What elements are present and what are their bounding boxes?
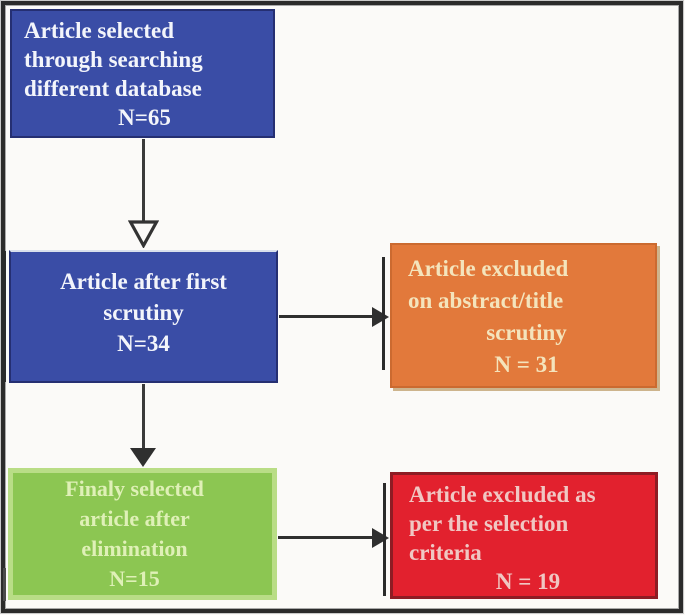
box-finally-selected: Finaly selected article after eliminatio… xyxy=(8,468,277,600)
box-excluded-selection-criteria: Article excluded as per the selection cr… xyxy=(390,472,658,599)
filled-arrowhead-right-icon xyxy=(372,528,389,548)
box-text-line: through searching xyxy=(24,47,203,72)
box-articles-searched: Article selected through searching diffe… xyxy=(10,9,275,138)
box-text-line: per the selection xyxy=(409,511,569,536)
box-left-edge-mark xyxy=(3,568,6,601)
box-text-line: Finaly selected xyxy=(65,476,204,501)
arrow-line-final-to-excluded xyxy=(278,536,374,539)
box-count: N = 19 xyxy=(495,569,561,594)
box-text-line: elimination xyxy=(81,536,188,561)
box-left-edge-mark xyxy=(3,251,6,382)
box-excluded-abstract-title: Article excluded on abstract/title scrut… xyxy=(390,243,657,388)
box-text-line: Article selected xyxy=(24,18,175,43)
box-text-line: criteria xyxy=(409,540,482,565)
box-text-line: Article excluded as xyxy=(409,482,596,507)
filled-arrowhead-right-icon xyxy=(372,307,389,327)
box-text-line: different database xyxy=(24,76,202,101)
hollow-arrowhead-down-icon xyxy=(128,220,159,248)
arrow-line-scrutiny-to-excluded xyxy=(279,315,374,318)
box-count: N=34 xyxy=(117,331,170,356)
filled-arrowhead-down-icon xyxy=(130,448,156,467)
box-text-line: on abstract/title xyxy=(408,288,564,313)
box-left-edge-mark xyxy=(383,483,386,596)
arrow-line-scrutiny-to-final xyxy=(142,384,145,450)
box-text-line: Article after first xyxy=(60,269,227,294)
box-left-edge-mark xyxy=(382,257,385,370)
arrow-line-search-to-scrutiny xyxy=(142,139,145,222)
box-after-first-scrutiny: Article after first scrutiny N=34 xyxy=(9,250,278,383)
box-text-line: Article excluded xyxy=(408,256,569,281)
box-text-line: scrutiny xyxy=(103,300,184,325)
box-count: N=15 xyxy=(109,566,160,591)
box-text-line: scrutiny xyxy=(486,320,567,345)
box-count: N=65 xyxy=(118,105,171,130)
box-text-line: article after xyxy=(79,506,190,531)
box-count: N = 31 xyxy=(494,352,559,377)
